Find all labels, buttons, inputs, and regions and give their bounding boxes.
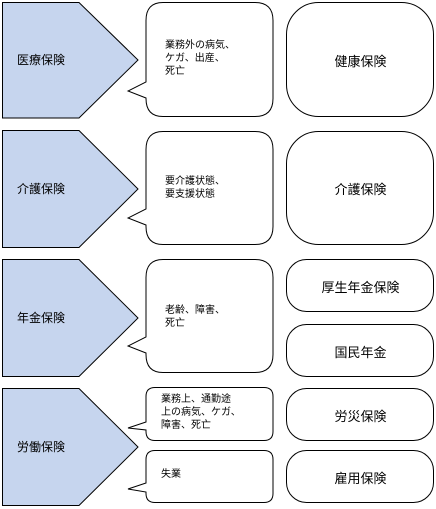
description-bubble-nursing [126,131,274,245]
insurance-box-employment [286,450,434,503]
insurance-name-workers-comp: 労災保険 [334,409,387,425]
category-label-nursing: 介護保険 [17,182,66,196]
category-label-labor: 労働保険 [17,440,66,454]
description-unemployment: 失業 [161,469,181,480]
category-arrow-pension [2,259,139,377]
insurance-box-workers-comp [286,388,434,441]
insurance-name-health: 健康保険 [334,54,387,70]
category-arrow-labor [2,388,139,506]
insurance-box-national-pension [286,324,434,377]
description-nursing: 要介護状態、 要支援状態 [165,176,225,200]
description-bubble-labor-accident [127,387,274,441]
description-bubble-pension [126,259,274,373]
insurance-box-employee-pension [286,259,434,312]
insurance-name-employment: 雇用保険 [334,471,387,487]
category-arrow-medical [2,2,139,119]
category-label-medical: 医療保険 [17,53,66,67]
category-arrow-nursing [2,130,139,248]
category-label-pension: 年金保険 [17,311,66,325]
insurance-box-nursing [286,131,434,245]
insurance-box-health [286,2,434,117]
description-pension: 老齢、障害、 死亡 [165,305,225,329]
description-bubble-medical [126,2,274,117]
insurance-name-nursing: 介護保険 [334,183,387,198]
insurance-name-employee-pension: 厚生年金保険 [321,280,400,296]
description-bubble-unemployment [127,450,274,503]
insurance-name-national-pension: 国民年金 [334,345,387,361]
description-labor-accident: 業務上、通勤途 上の病気、ケガ、 障害、死亡 [161,394,241,431]
description-medical: 業務外の病気、 ケガ、出産、 死亡 [165,40,235,77]
